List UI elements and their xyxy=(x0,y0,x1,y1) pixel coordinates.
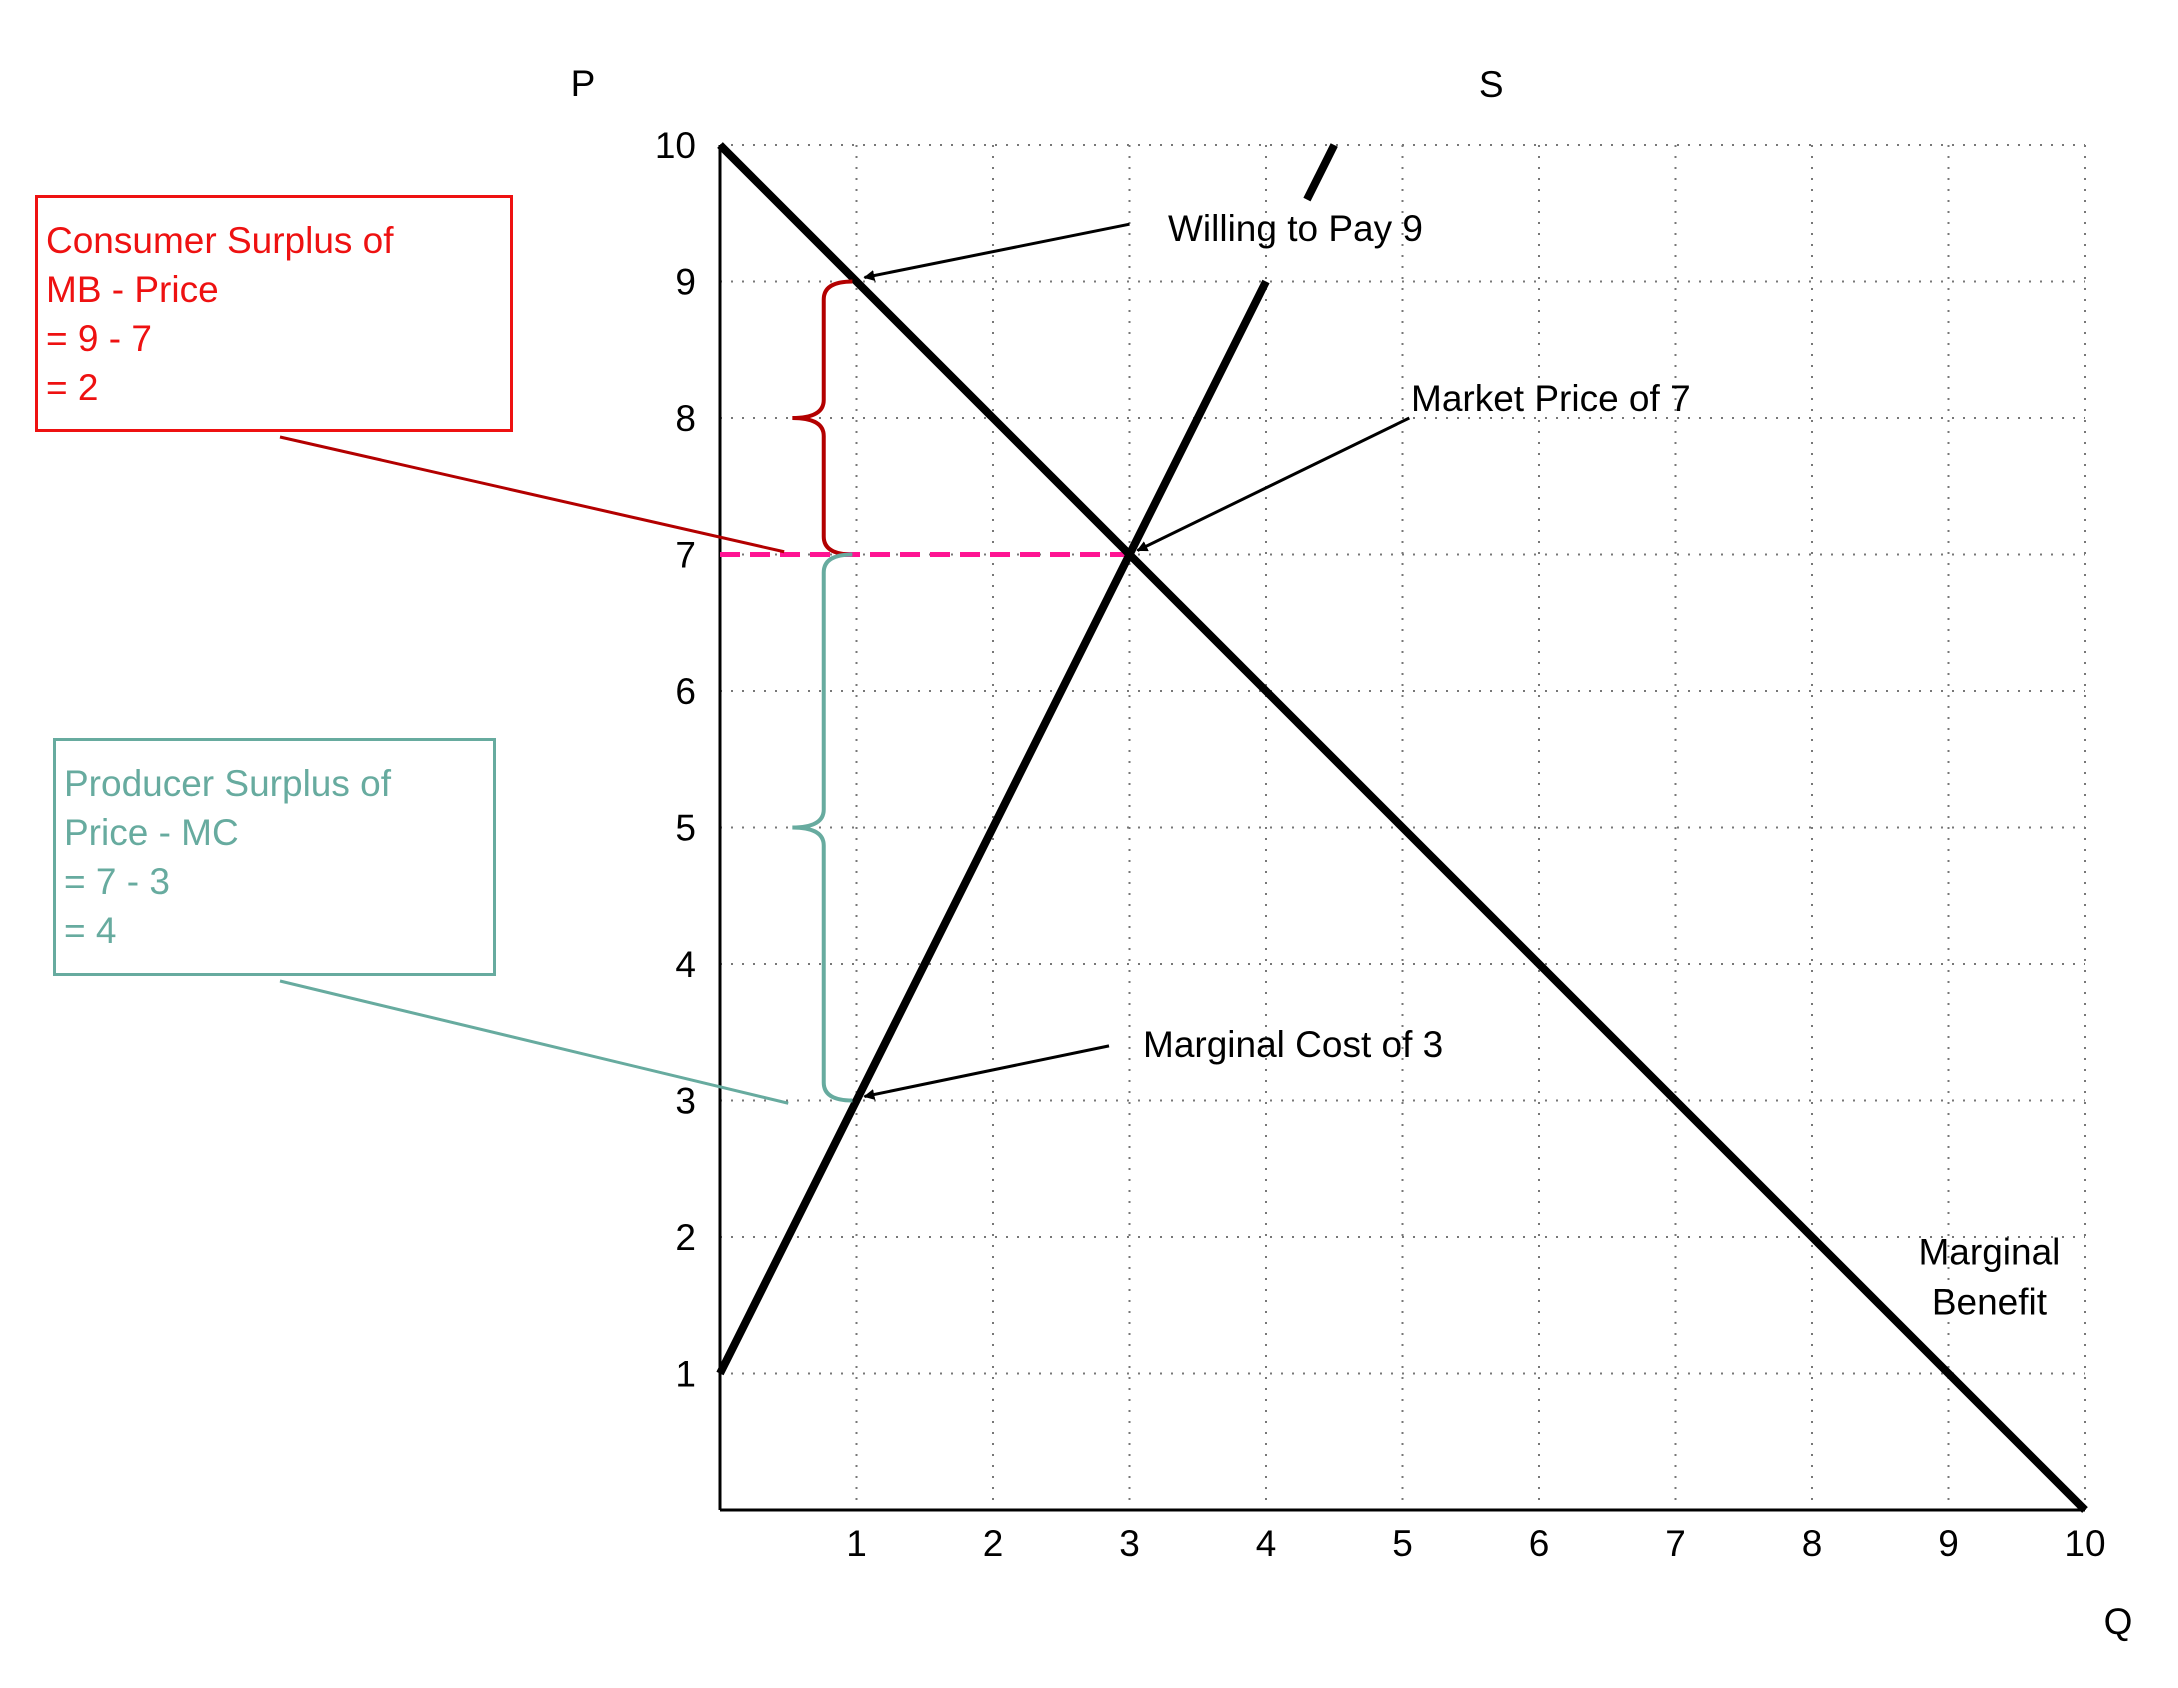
marginal-benefit-label-line: Benefit xyxy=(1932,1281,2048,1322)
y-tick-label: 5 xyxy=(675,808,696,849)
marginal-benefit-curve xyxy=(717,142,2088,1513)
y-axis-label: P xyxy=(571,63,596,104)
x-tick-label: 6 xyxy=(1529,1523,1550,1564)
tick-labels: 1 2 3 4 5 6 7 8 9 10 1 2 3 4 5 6 7 8 9 10 xyxy=(655,125,2106,1564)
producer-surplus-line: = 7 - 3 xyxy=(64,861,170,902)
x-tick-label: 1 xyxy=(846,1523,867,1564)
producer-surplus-box: Producer Surplus of Price - MC = 7 - 3 =… xyxy=(53,738,496,976)
x-tick-label: 10 xyxy=(2064,1523,2105,1564)
x-axis-label: Q xyxy=(2104,1601,2133,1642)
annotation-label: Market Price of 7 xyxy=(1411,378,1691,419)
y-tick-label: 2 xyxy=(675,1217,696,1258)
surplus-braces xyxy=(279,279,853,1105)
producer-surplus-line: = 4 xyxy=(64,910,117,951)
annotations: Willing to Pay 9 Market Price of 7 Margina… xyxy=(863,208,1691,1100)
x-tick-label: 4 xyxy=(1256,1523,1277,1564)
axes: P Q xyxy=(571,63,2133,1642)
consumer-surplus-line: = 9 - 7 xyxy=(46,318,152,359)
annotation-arrow xyxy=(863,1044,1110,1100)
supply-curve xyxy=(716,279,1270,1376)
x-tick-label: 2 xyxy=(983,1523,1004,1564)
y-tick-label: 10 xyxy=(655,125,696,166)
gridlines xyxy=(720,144,2086,1510)
y-tick-label: 8 xyxy=(675,398,696,439)
x-tick-label: 8 xyxy=(1802,1523,1823,1564)
consumer-surplus-line: Consumer Surplus of xyxy=(46,220,394,261)
x-tick-label: 5 xyxy=(1392,1523,1413,1564)
producer-surplus-line: Price - MC xyxy=(64,812,239,853)
consumer-surplus-box: Consumer Surplus of MB - Price = 9 - 7 =… xyxy=(35,195,513,432)
annotation-label: Marginal Cost of 3 xyxy=(1143,1024,1443,1065)
annotation-arrow xyxy=(1136,416,1410,552)
supply-label: S xyxy=(1479,64,1504,105)
producer-surplus-brace xyxy=(792,552,853,1103)
y-tick-label: 4 xyxy=(675,944,696,985)
marginal-benefit-label-line: Marginal xyxy=(1918,1231,2060,1272)
x-tick-label: 3 xyxy=(1119,1523,1140,1564)
annotation-label: Willing to Pay 9 xyxy=(1168,208,1423,249)
consumer-surplus-line: MB - Price xyxy=(46,269,219,310)
consumer-surplus-connector xyxy=(279,435,785,554)
supply-curve-top xyxy=(1303,143,1338,202)
consumer-surplus-line: = 2 xyxy=(46,367,99,408)
y-tick-label: 3 xyxy=(675,1081,696,1122)
y-tick-label: 1 xyxy=(675,1354,696,1395)
producer-surplus-line: Producer Surplus of xyxy=(64,763,392,804)
x-tick-label: 9 xyxy=(1938,1523,1959,1564)
x-tick-label: 7 xyxy=(1665,1523,1686,1564)
consumer-surplus-brace xyxy=(792,279,853,557)
y-tick-label: 9 xyxy=(675,262,696,303)
annotation-arrow xyxy=(863,222,1130,281)
y-tick-label: 6 xyxy=(675,671,696,712)
producer-surplus-connector xyxy=(279,979,789,1105)
y-tick-label: 7 xyxy=(675,535,696,576)
